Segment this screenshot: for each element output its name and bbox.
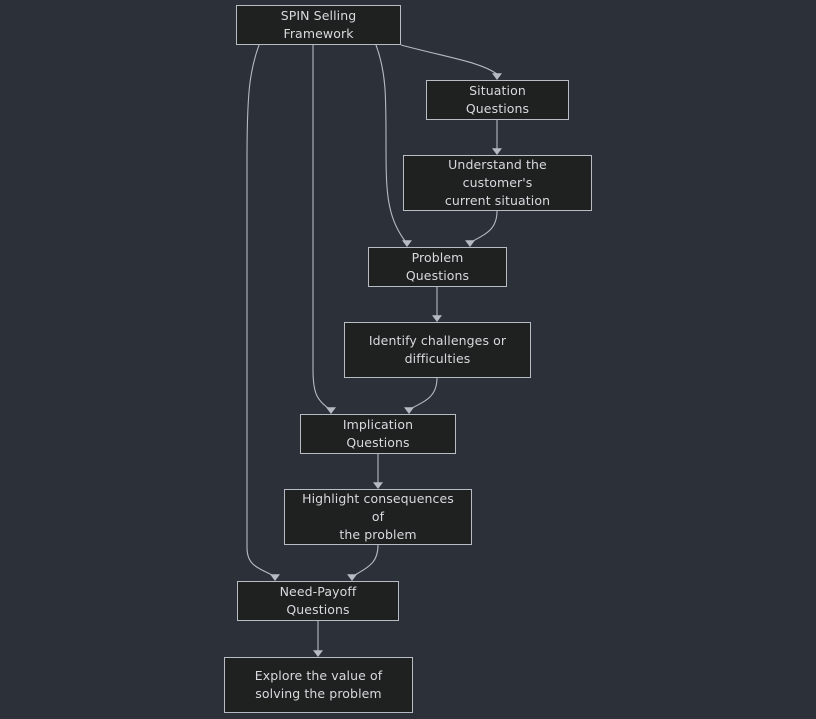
node-implication-questions[interactable]: Implication Questions [300, 414, 456, 454]
arrowhead-implication_desc-to-needpayoff [347, 574, 357, 581]
node-spin-selling-framework[interactable]: SPIN Selling Framework [236, 5, 401, 45]
node-label: SPIN Selling Framework [280, 7, 357, 41]
node-situation-questions[interactable]: Situation Questions [426, 80, 569, 120]
arrowhead-spin-to-problem [402, 240, 412, 247]
edge-situation_desc-to-problem [472, 210, 498, 242]
edge-spin-to-situation [400, 44, 498, 75]
edge-spin-to-problem [375, 44, 406, 242]
arrowhead-problem_desc-to-implication [404, 407, 414, 414]
node-understand-customer-situation[interactable]: Understand the customer's current situat… [403, 155, 592, 211]
arrowhead-spin-to-implication [326, 407, 336, 414]
arrowhead-needpayoff-to-needpayoff_desc [313, 650, 323, 657]
node-problem-questions[interactable]: Problem Questions [368, 247, 507, 287]
node-label: Highlight consequences of the problem [302, 490, 454, 543]
edge-problem_desc-to-implication [411, 377, 438, 409]
node-need-payoff-questions[interactable]: Need-Payoff Questions [237, 581, 399, 621]
arrowhead-situation-to-situation_desc [492, 148, 502, 155]
node-label: Identify challenges or difficulties [368, 332, 507, 366]
edge-implication_desc-to-needpayoff [354, 544, 379, 576]
edge-spin-to-implication [312, 45, 329, 409]
arrowhead-spin-to-needpayoff [270, 574, 280, 581]
node-identify-challenges[interactable]: Identify challenges or difficulties [344, 322, 531, 378]
node-label: Problem Questions [405, 249, 470, 283]
arrowhead-situation_desc-to-problem [465, 240, 475, 247]
arrowhead-implication-to-implication_desc [373, 482, 383, 489]
arrowhead-problem-to-problem_desc [432, 315, 442, 322]
node-highlight-consequences[interactable]: Highlight consequences of the problem [284, 489, 472, 545]
node-explore-value[interactable]: Explore the value of solving the problem [224, 657, 413, 713]
node-label: Understand the customer's current situat… [444, 156, 551, 209]
node-label: Implication Questions [342, 416, 414, 450]
node-label: Need-Payoff Questions [279, 583, 357, 617]
edge-spin-to-needpayoff [246, 44, 273, 576]
node-label: Situation Questions [465, 82, 530, 116]
node-label: Explore the value of solving the problem [254, 667, 383, 701]
arrowhead-spin-to-situation [492, 73, 502, 80]
